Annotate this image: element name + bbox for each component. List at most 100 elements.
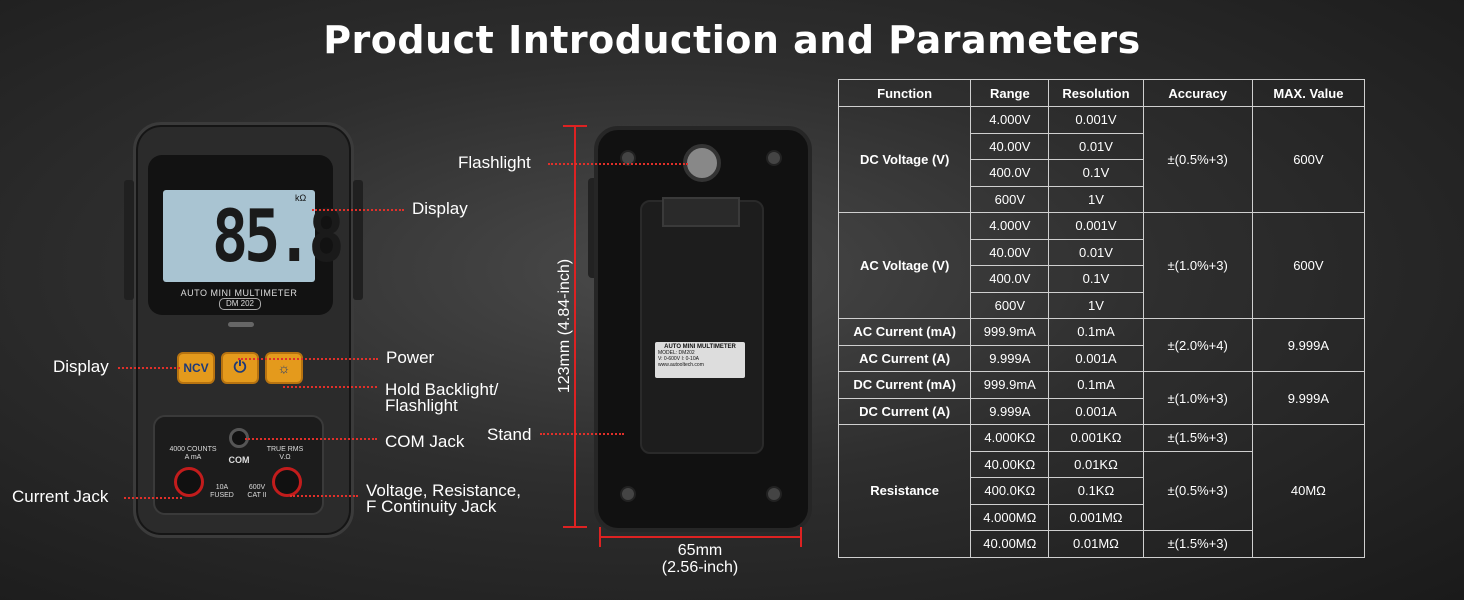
- table-row: DC Current (mA) 999.9mA 0.1mA ±(1.0%+3) …: [837, 371, 1366, 425]
- width-label-1: 65mm: [677, 542, 723, 559]
- header-accuracy: Accuracy: [1142, 79, 1253, 107]
- height-dimension-line: [574, 125, 576, 527]
- function-cell: AC Voltage (V): [837, 212, 972, 319]
- power-button[interactable]: ⏻: [221, 352, 259, 384]
- callout-vr-1: Voltage, Resistance,: [366, 481, 521, 500]
- range-cell: 600V: [970, 291, 1050, 319]
- model-badge: DM 202: [219, 298, 261, 310]
- accuracy-cell: ±(1.5%+3): [1142, 530, 1253, 558]
- display-left-line: [118, 367, 180, 369]
- table-row: 40.00MΩ 0.01MΩ ±(1.5%+3): [839, 530, 1365, 558]
- accuracy-cell: ±(0.5%+3): [1142, 106, 1253, 213]
- accuracy-cell: ±(1.0%+3): [1142, 371, 1253, 425]
- range-cell: 400.0KΩ: [970, 477, 1050, 505]
- width-label-2: (2.56-inch): [661, 559, 739, 576]
- accuracy-cell: ±(2.0%+4): [1142, 318, 1253, 372]
- callout-hold-1: Hold Backlight/: [385, 380, 499, 399]
- fuse-label: 10A FUSED: [210, 484, 234, 499]
- table-row: Resistance 4.000KΩ 0.001KΩ ±(1.5%+3) 40M…: [837, 424, 1366, 558]
- callout-stand: Stand: [487, 425, 532, 444]
- width-dimension-line: [600, 536, 800, 538]
- display-right-line: [312, 209, 404, 211]
- range-cell: 4.000V: [970, 212, 1050, 240]
- resolution-cell: 0.001V: [1048, 106, 1144, 134]
- stand-panel: [640, 200, 764, 454]
- vr-line: [290, 495, 358, 497]
- jack-label-left: 4000 COUNTS A mA: [169, 446, 217, 461]
- jack-label-com: COM: [228, 455, 250, 465]
- resolution-cell: 0.001V: [1048, 212, 1144, 240]
- resolution-cell: 0.1V: [1048, 159, 1144, 187]
- resolution-cell: 0.01KΩ: [1048, 450, 1144, 478]
- callout-hold-2: Flashlight: [385, 396, 458, 415]
- range-cell: 40.00MΩ: [970, 530, 1050, 558]
- resolution-cell: 1V: [1048, 185, 1144, 213]
- table-row: DC Current (A) 9.999A 0.001A: [837, 397, 1365, 425]
- max-cell: 40MΩ: [1251, 424, 1366, 558]
- grip-right: [353, 180, 363, 300]
- table-row: AC Voltage (V) 4.000V 0.001V ±(1.0%+3) 6…: [837, 212, 1366, 319]
- flashlight-lens: [683, 144, 721, 182]
- max-cell: 9.999A: [1251, 371, 1366, 425]
- ncv-button[interactable]: NCV: [177, 352, 215, 384]
- screw-icon: [766, 150, 782, 166]
- range-cell: 4.000V: [970, 106, 1050, 134]
- max-cell: 9.999A: [1251, 318, 1366, 372]
- resolution-cell: 0.001KΩ: [1048, 424, 1144, 452]
- range-cell: 40.00V: [970, 238, 1050, 266]
- flashlight-line: [548, 163, 688, 165]
- header-function: Function: [837, 79, 972, 107]
- power-line: [238, 358, 378, 360]
- range-cell: 9.999A: [970, 344, 1050, 372]
- lcd-unit: kΩ: [295, 193, 307, 203]
- plate-url: www.autooltech.com: [658, 362, 704, 368]
- header-range: Range: [970, 79, 1050, 107]
- resolution-cell: 0.001A: [1048, 344, 1144, 372]
- resolution-cell: 0.1V: [1048, 265, 1144, 293]
- range-cell: 4.000MΩ: [970, 503, 1050, 531]
- plate-title: AUTO MINI MULTIMETER: [664, 344, 736, 350]
- max-cell: 600V: [1251, 212, 1366, 319]
- grip-left: [124, 180, 134, 300]
- accuracy-cell: ±(1.0%+3): [1142, 212, 1253, 319]
- resolution-cell: 0.01MΩ: [1048, 530, 1144, 558]
- range-cell: 4.000KΩ: [970, 424, 1050, 452]
- callout-com-jack: COM Jack: [385, 432, 465, 451]
- resolution-cell: 0.001A: [1048, 397, 1144, 425]
- function-cell: AC Current (A): [837, 344, 972, 372]
- resolution-cell: 0.1mA: [1048, 371, 1144, 399]
- backlight-button[interactable]: ☼: [265, 352, 303, 384]
- function-cell: DC Current (A): [837, 397, 972, 425]
- resolution-cell: 0.1KΩ: [1048, 477, 1144, 505]
- callout-current-jack: Current Jack: [12, 487, 109, 506]
- resolution-cell: 0.01V: [1048, 132, 1144, 160]
- spec-table: Function Range Resolution Accuracy MAX. …: [837, 79, 1366, 558]
- power-icon: ⏻: [233, 359, 247, 376]
- function-cell: DC Current (mA): [837, 371, 972, 399]
- callout-power: Power: [386, 348, 435, 367]
- width-tick-right: [800, 527, 802, 547]
- stand-line: [540, 433, 624, 435]
- page-title: Product Introduction and Parameters: [323, 18, 1141, 62]
- screw-icon: [620, 150, 636, 166]
- accuracy-cell: ±(0.5%+3): [1142, 450, 1253, 531]
- hold-line: [283, 386, 377, 388]
- function-cell: Resistance: [837, 424, 972, 558]
- callout-display-left: Display: [53, 357, 109, 376]
- current-line: [124, 497, 182, 499]
- table-row: 40.00KΩ 0.01KΩ ±(0.5%+3): [839, 450, 1365, 531]
- backlight-icon: ☼: [277, 360, 291, 376]
- range-cell: 40.00V: [970, 132, 1050, 160]
- range-cell: 400.0V: [970, 159, 1050, 187]
- range-cell: 600V: [970, 185, 1050, 213]
- resolution-cell: 1V: [1048, 291, 1144, 319]
- height-label: 123mm (4.84-inch): [556, 258, 573, 394]
- lcd-screen: [163, 190, 315, 282]
- plate-model: MODEL: DM202: [658, 350, 695, 356]
